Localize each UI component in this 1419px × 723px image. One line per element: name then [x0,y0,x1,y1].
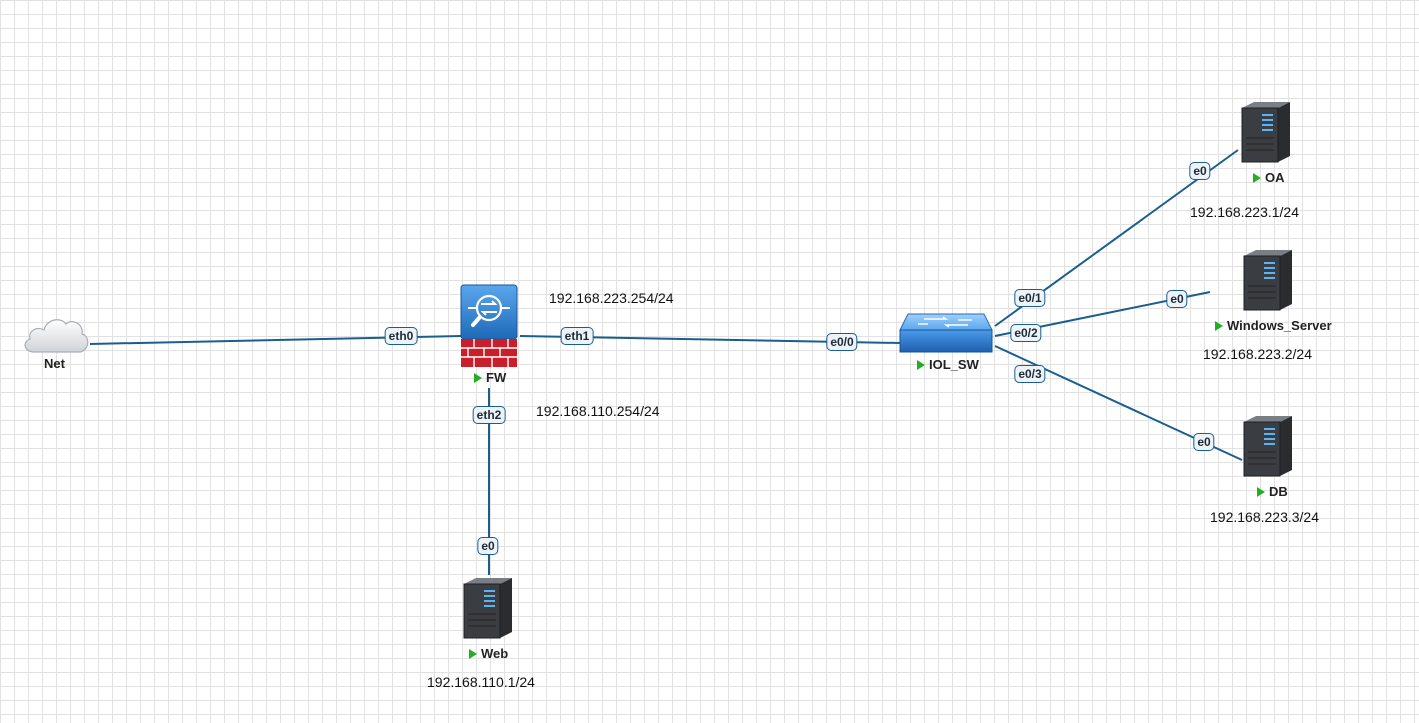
ip-db: 192.168.223.3/24 [1210,509,1319,525]
running-status-icon [917,360,925,370]
server-icon [463,578,512,639]
running-status-icon [469,649,477,659]
ip-fw-eth1: 192.168.223.254/24 [549,290,674,306]
node-label-web: Web [469,646,508,661]
port-db-e0[interactable]: e0 [1193,433,1215,451]
node-label-net: Net [44,356,65,371]
node-label-oa: OA [1253,170,1285,185]
node-web[interactable] [460,576,516,640]
cloud-icon [24,319,89,353]
node-name: FW [486,370,507,385]
ip-oa: 192.168.223.1/24 [1190,204,1299,220]
port-sw-e0-1[interactable]: e0/1 [1014,289,1046,307]
node-name: IOL_SW [929,357,979,372]
node-fw[interactable] [460,284,518,368]
node-label-db: DB [1257,484,1288,499]
firewall-icon [460,284,518,367]
port-oa-e0[interactable]: e0 [1189,162,1211,180]
port-windows-server-e0[interactable]: e0 [1166,290,1188,308]
server-icon [1243,250,1292,311]
port-fw-eth1[interactable]: eth1 [560,327,594,345]
node-name: Net [44,356,65,371]
ip-web: 192.168.110.1/24 [427,674,535,690]
ip-fw-eth2: 192.168.110.254/24 [536,403,660,419]
port-web-e0[interactable]: e0 [477,537,499,555]
node-windows-server[interactable] [1240,248,1296,312]
node-net[interactable] [20,310,92,358]
running-status-icon [1253,173,1261,183]
ip-windows-server: 192.168.223.2/24 [1203,346,1312,362]
node-name: OA [1265,170,1285,185]
node-label-windows-server: Windows_Server [1215,318,1332,333]
port-sw-e0-0[interactable]: e0/0 [826,333,858,351]
running-status-icon [474,373,482,383]
node-name: Windows_Server [1227,318,1332,333]
server-icon [1241,102,1290,163]
node-name: Web [481,646,509,661]
node-oa[interactable] [1238,100,1294,164]
node-label-fw: FW [474,370,506,385]
node-iol-sw[interactable] [898,312,994,356]
port-fw-eth2[interactable]: eth2 [472,406,506,424]
switch-icon [899,313,993,353]
node-name: DB [1269,484,1288,499]
running-status-icon [1215,321,1223,331]
server-icon [1243,416,1292,477]
node-db[interactable] [1240,414,1296,478]
port-fw-eth0[interactable]: eth0 [384,327,418,345]
port-sw-e0-3[interactable]: e0/3 [1014,365,1046,383]
running-status-icon [1257,487,1265,497]
port-sw-e0-2[interactable]: e0/2 [1010,324,1042,342]
node-label-iol-sw: IOL_SW [917,357,979,372]
